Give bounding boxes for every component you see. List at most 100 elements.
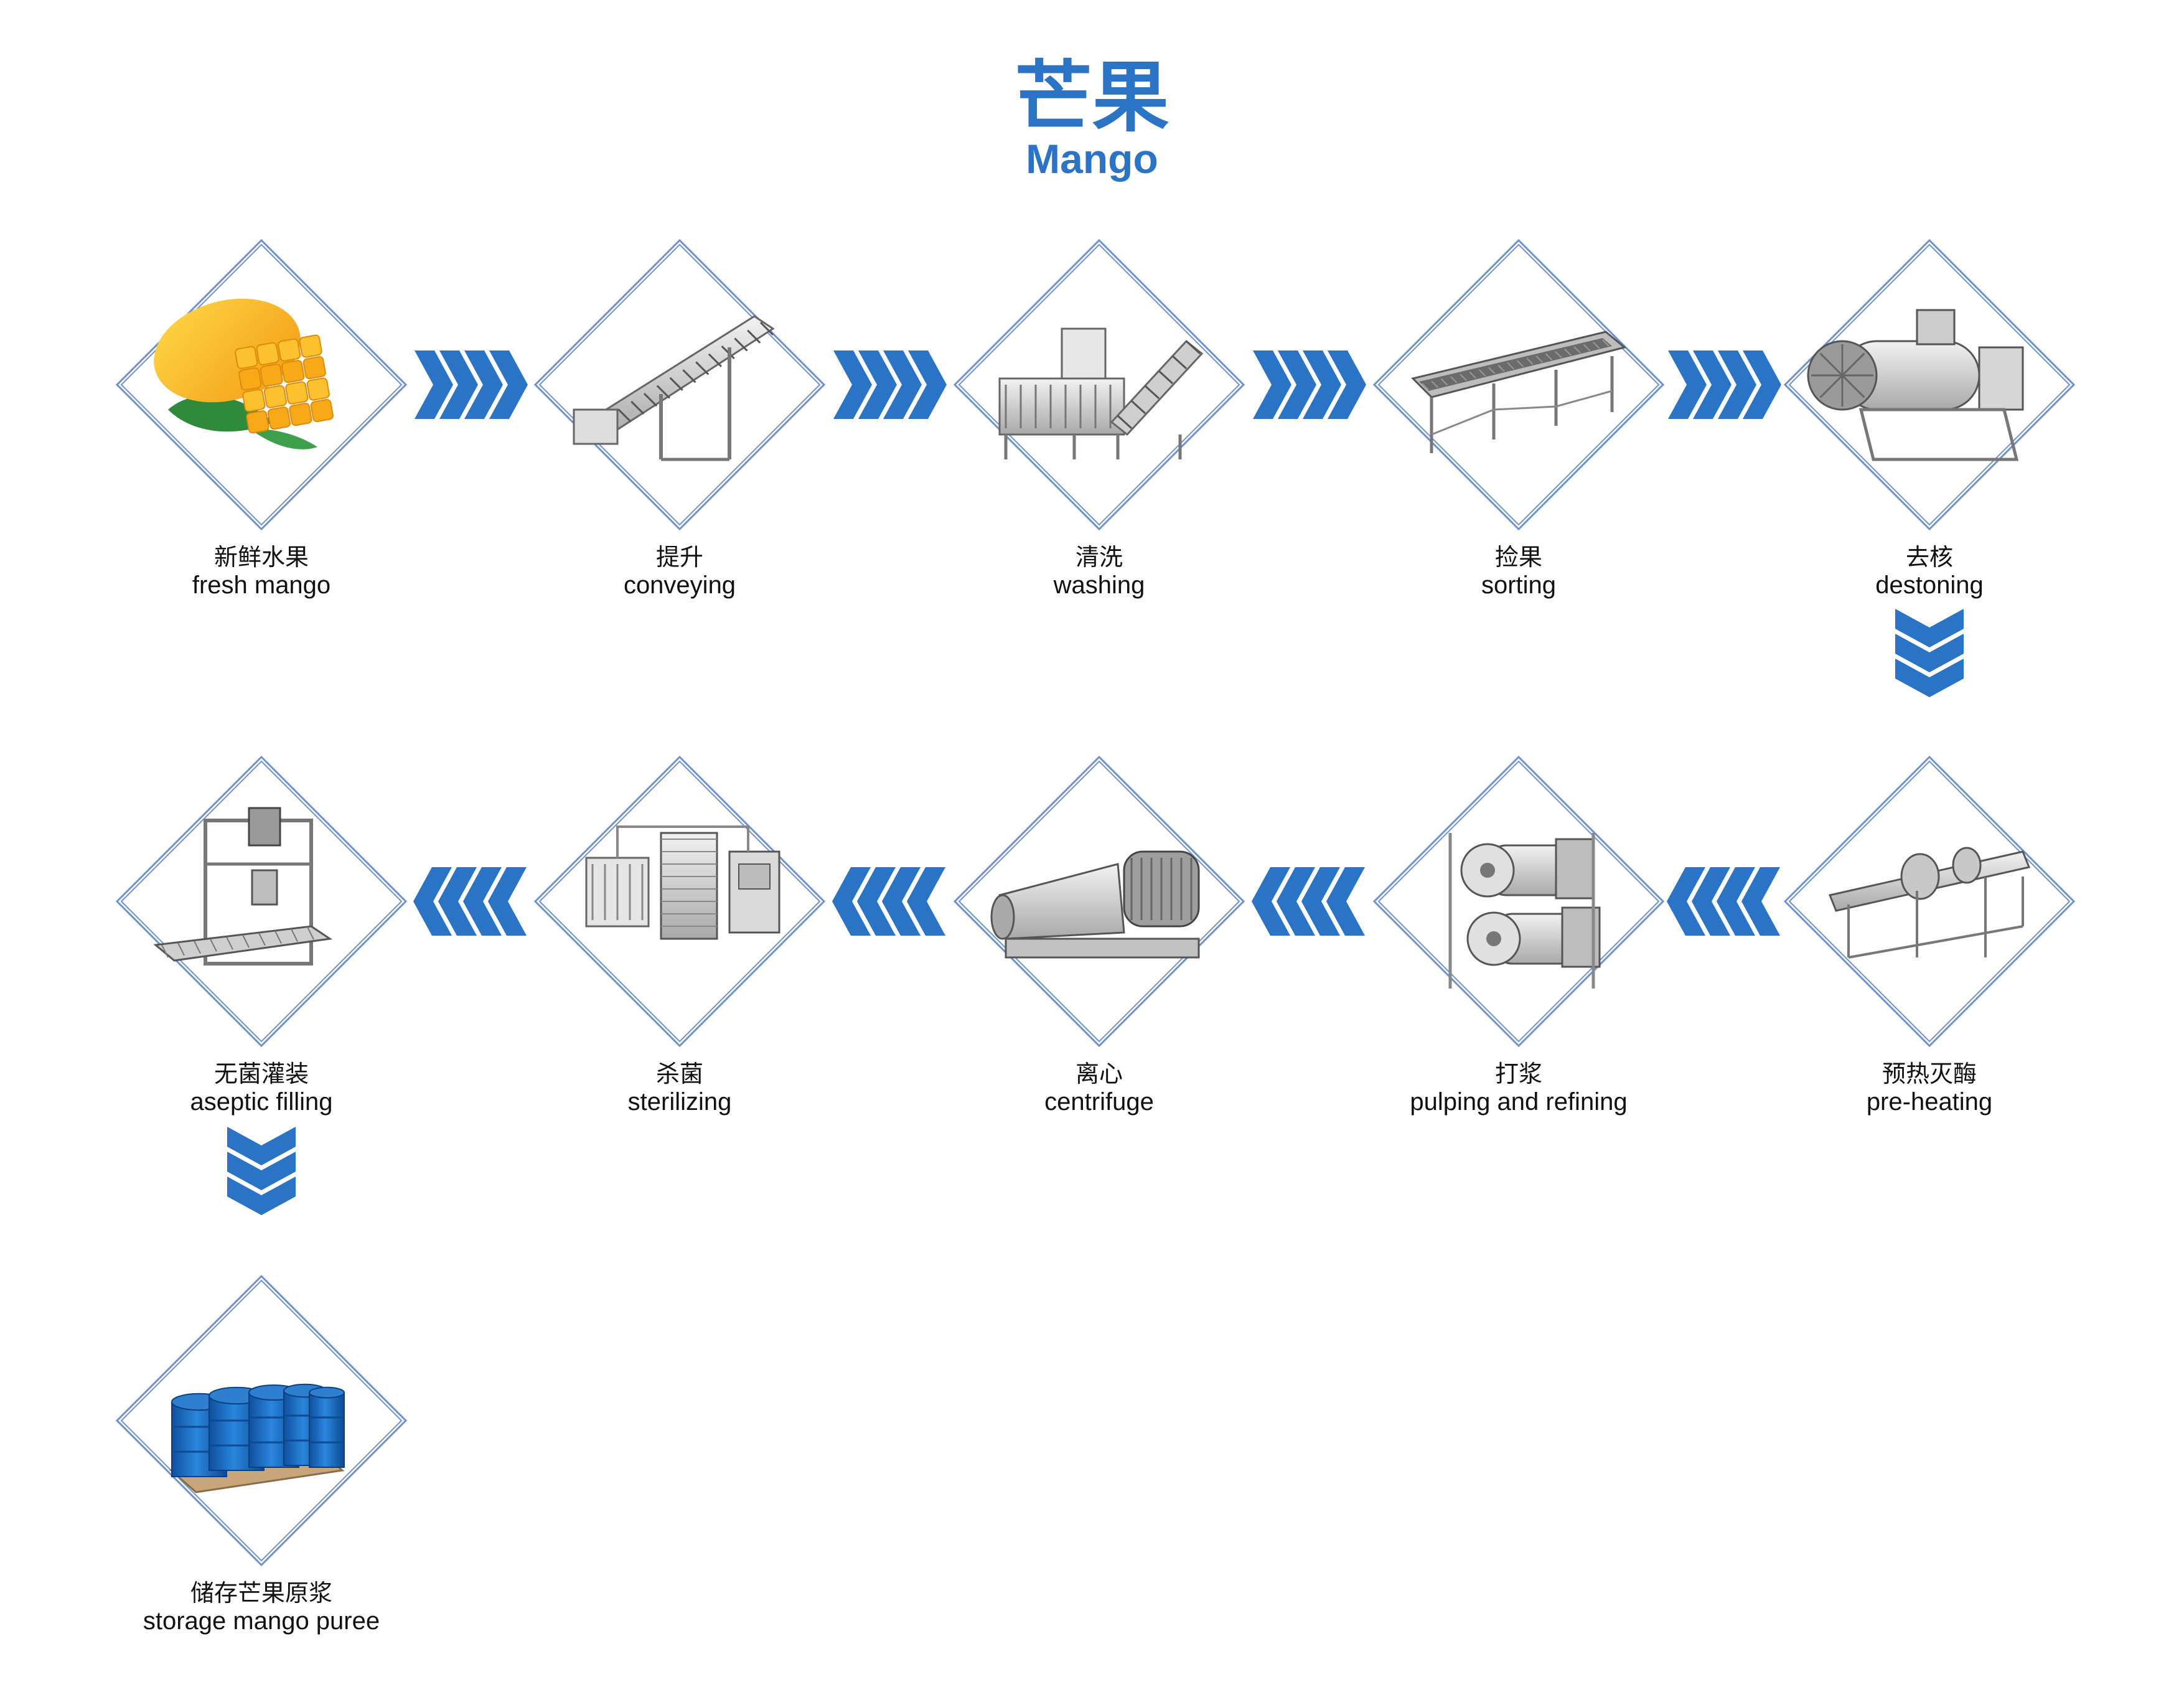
flow-arrow-pulping-to-centrifuge [1252,867,1365,936]
step-diamond-inner-frame [958,243,1240,526]
step-label-zh: 清洗 [1075,543,1123,571]
chevron-right-icon [908,350,947,419]
step-label-en: conveying [623,571,736,599]
step-label-zh: 去核 [1905,543,1953,571]
step-label-zh: 储存芒果原浆 [190,1579,332,1607]
step-label-en: aseptic filling [190,1088,333,1116]
step-diamond-frame [1372,755,1665,1048]
step-aseptic-filling [115,755,408,1048]
sorting-conveyor-icon [1411,331,1627,453]
flow-arrow-aseptic-filling-to-storage [227,1127,296,1215]
chevron-right-icon [882,867,921,936]
step-sterilizing [533,755,826,1048]
chevron-right-icon [1253,350,1291,419]
step-label-en: storage mango puree [143,1607,380,1635]
chevron-right-icon [1328,350,1366,419]
step-diamond-inner-frame [958,760,1240,1043]
washing-machine-icon [998,327,1204,459]
chevron-right-icon [1895,609,1964,647]
decanter-centrifuge-icon [990,850,1200,959]
title-chinese: 芒果 [1015,53,1169,143]
step-label-en: pulping and refining [1410,1088,1628,1116]
step-diamond-inner-frame [120,1279,403,1562]
step-fresh-mango [115,238,408,531]
tube-preheater-icon [1828,847,2031,959]
chevron-right-icon [1741,867,1780,936]
chevron-right-icon [1667,867,1705,936]
step-centrifuge [953,755,1245,1048]
flow-arrow-fresh-mango-to-conveying [415,350,528,419]
destoner-machine-icon [1807,309,2024,461]
flow-arrow-sorting-to-destoning [1668,350,1781,419]
step-conveying [533,238,826,531]
chevron-right-icon [1692,867,1730,936]
step-label-zh: 无菌灌装 [213,1060,309,1088]
step-diamond-inner-frame [1377,760,1660,1043]
chevron-right-icon [413,867,452,936]
chevron-right-icon [415,350,453,419]
chevron-right-icon [833,350,872,419]
step-pre-heating [1783,755,2076,1048]
chevron-right-icon [1895,659,1964,697]
blue-drums-icon [169,1383,345,1493]
step-label-zh: 杀菌 [655,1060,703,1088]
chevron-right-icon [1303,350,1341,419]
step-destoning [1783,238,2076,531]
flow-arrow-pre-heating-to-pulping [1667,867,1780,936]
step-pulping [1372,755,1665,1048]
chevron-right-icon [857,867,896,936]
chevron-right-icon [463,867,502,936]
chevron-right-icon [1718,350,1756,419]
chevron-right-icon [1278,350,1316,419]
chevron-right-icon [489,350,528,419]
chevron-right-icon [883,350,922,419]
step-storage [115,1274,408,1567]
step-diamond-frame [1372,238,1665,531]
step-label-zh: 捡果 [1494,543,1542,571]
step-diamond-frame [1783,755,2076,1048]
step-label-zh: 预热灭酶 [1882,1060,1977,1088]
step-label-en: pre-heating [1866,1088,1993,1116]
flow-arrow-destoning-to-pre-heating [1895,609,1964,697]
step-label-zh: 打浆 [1494,1060,1542,1088]
chevron-right-icon [227,1127,296,1165]
step-label-zh: 提升 [655,543,703,571]
step-label-en: destoning [1875,571,1984,599]
step-label-en: sterilizing [627,1088,732,1116]
pulper-machine-icon [1448,833,1601,989]
chevron-right-icon [1895,634,1964,672]
flow-arrow-centrifuge-to-sterilizing [832,867,945,936]
chevron-right-icon [439,350,478,419]
flow-arrow-washing-to-sorting [1253,350,1366,419]
step-label-en: washing [1053,571,1145,599]
step-label-en: sorting [1481,571,1557,599]
chevron-right-icon [832,867,871,936]
aseptic-filler-icon [153,807,333,966]
step-diamond-inner-frame [538,243,821,526]
title-english: Mango [1026,136,1158,182]
chevron-right-icon [1301,867,1340,936]
flow-arrow-sterilizing-to-aseptic-filling [413,867,527,936]
chevron-right-icon [438,867,477,936]
chevron-right-icon [1252,867,1290,936]
chevron-right-icon [488,867,527,936]
chevron-right-icon [1326,867,1365,936]
chevron-right-icon [1717,867,1755,936]
flow-arrow-conveying-to-washing [833,350,947,419]
step-sorting [1372,238,1665,531]
chevron-right-icon [858,350,897,419]
chevron-right-icon [1668,350,1707,419]
step-label-zh: 离心 [1075,1060,1123,1088]
chevron-right-icon [227,1177,296,1215]
sterilizer-plant-icon [585,825,780,940]
